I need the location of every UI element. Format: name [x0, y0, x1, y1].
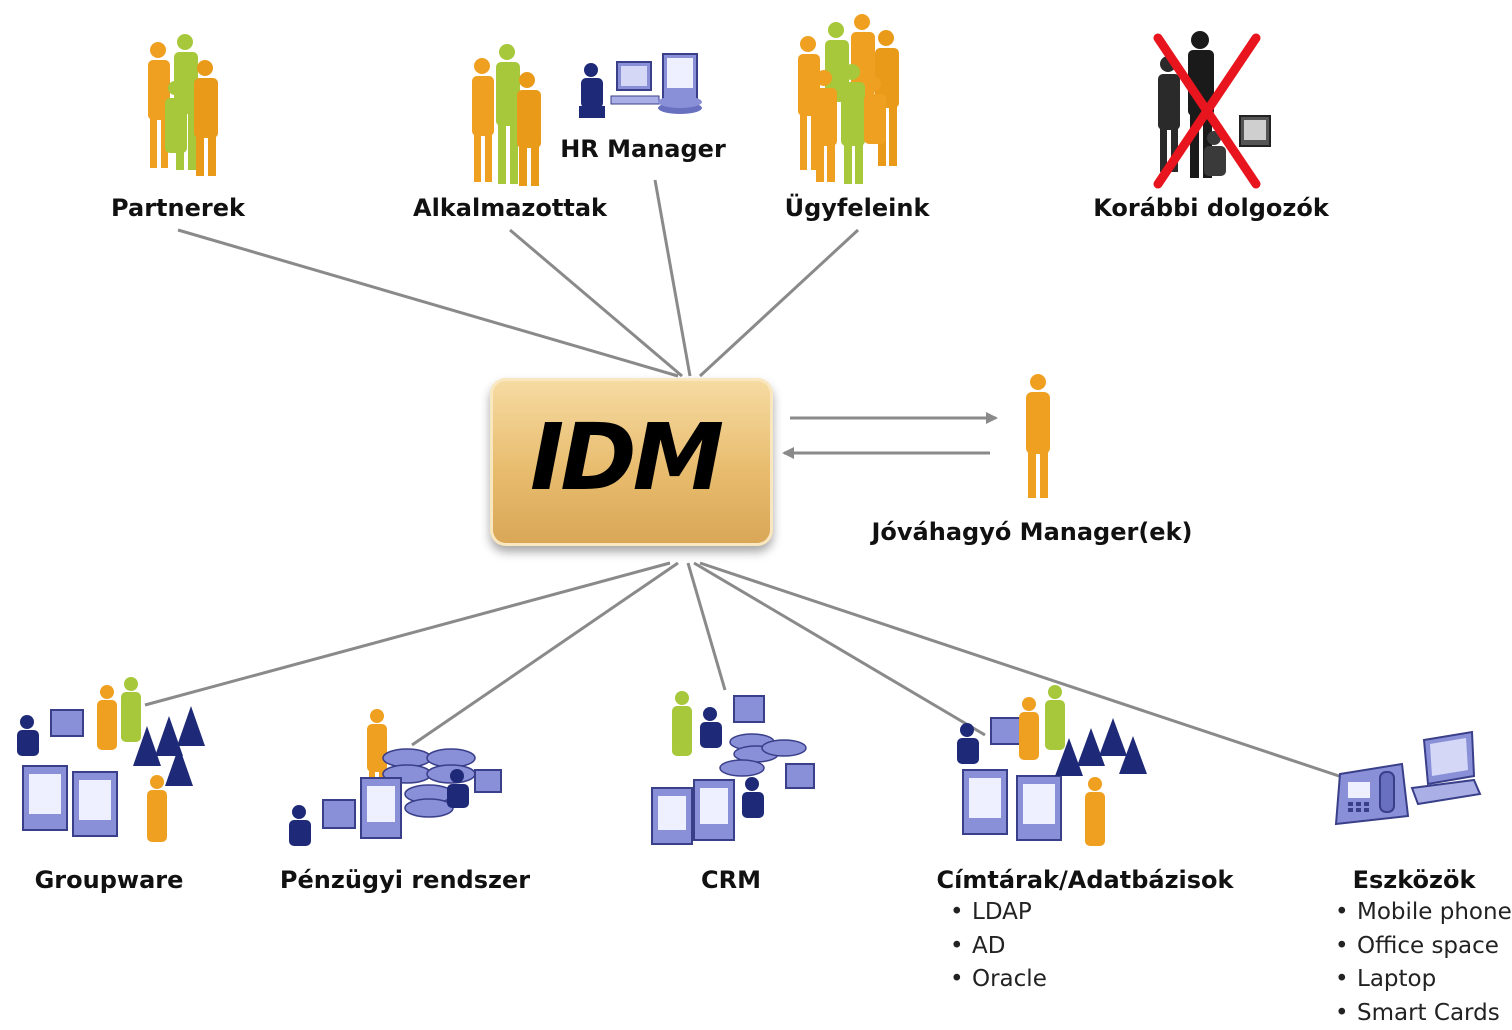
- list-item: Office space: [1335, 930, 1512, 964]
- line-hr-manager: [655, 180, 690, 376]
- line-groupware: [145, 563, 670, 705]
- inactive-users-icon: [1148, 28, 1278, 193]
- phone-laptop-icon: [1332, 730, 1482, 830]
- line-crm: [688, 563, 725, 690]
- server-network-icon: [955, 684, 1150, 854]
- device-list: Mobile phone Office space Laptop Smart C…: [1335, 896, 1512, 1030]
- idm-label: IDM: [530, 404, 720, 511]
- approver-person-icon: [1014, 372, 1060, 500]
- list-item: Mobile phone: [1335, 896, 1512, 930]
- people-group-icon: [130, 28, 230, 188]
- server-network-icon: [287, 706, 507, 860]
- server-network-icon: [15, 676, 210, 851]
- server-network-icon: [648, 688, 818, 848]
- label-alkalmazottak: Alkalmazottak: [413, 194, 607, 222]
- list-item: LDAP: [950, 896, 1047, 930]
- list-item: Smart Cards: [1335, 997, 1512, 1030]
- idm-box[interactable]: IDM: [490, 378, 773, 546]
- label-groupware: Groupware: [35, 866, 184, 894]
- line-ugyfeleink: [700, 230, 858, 376]
- worker-computer-icon: [575, 48, 705, 128]
- line-alkalmazottak: [510, 230, 682, 376]
- label-eszkozok: Eszközök: [1353, 866, 1476, 894]
- label-crm: CRM: [701, 866, 761, 894]
- list-item: AD: [950, 930, 1047, 964]
- label-cimtarak: Címtárak/Adatbázisok: [937, 866, 1234, 894]
- people-group-icon: [790, 8, 910, 188]
- line-partnerek: [178, 230, 678, 376]
- label-partnerek: Partnerek: [111, 194, 245, 222]
- list-item: Laptop: [1335, 963, 1512, 997]
- list-item: Oracle: [950, 963, 1047, 997]
- label-korabbi-dolgozok: Korábbi dolgozók: [1093, 194, 1329, 222]
- label-ugyfeleink: Ügyfeleink: [785, 194, 930, 222]
- directory-list: LDAP AD Oracle: [950, 896, 1047, 997]
- people-group-icon: [462, 40, 552, 190]
- label-penzugyi-rendszer: Pénzügyi rendszer: [280, 866, 530, 894]
- label-hr-manager: HR Manager: [560, 135, 726, 163]
- label-jovahagyo-manager: Jóváhagyó Manager(ek): [871, 518, 1192, 546]
